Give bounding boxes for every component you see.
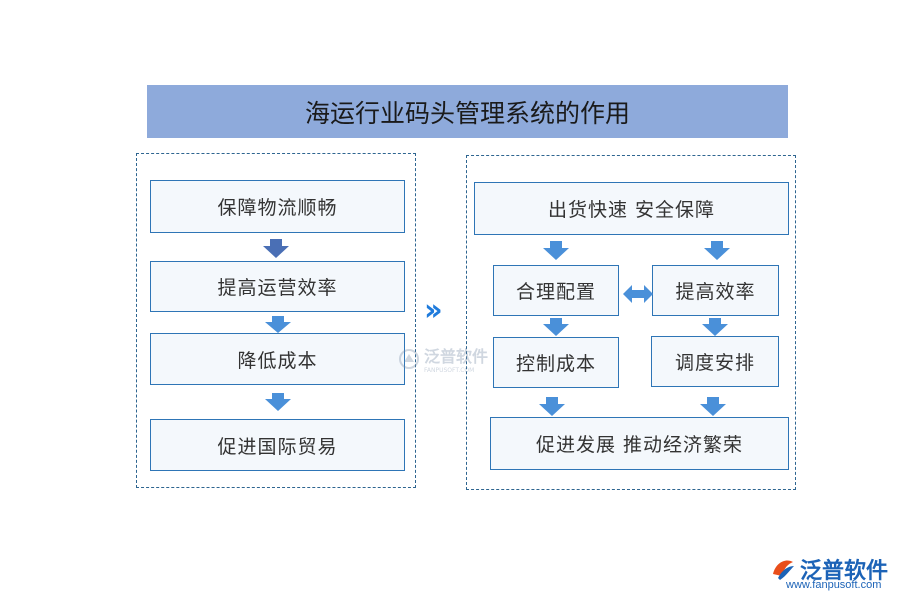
- left-step-2: 提高运营效率: [150, 261, 405, 312]
- right-right-box-1: 提高效率: [652, 265, 779, 316]
- watermark-logo-icon: [399, 348, 419, 369]
- arrow-down-icon: [263, 239, 289, 258]
- right-panel: [466, 155, 796, 490]
- arrow-down-icon: [265, 316, 291, 333]
- right-bottom-box: 促进发展 推动经济繁荣: [490, 417, 789, 470]
- watermark: 泛普软件 FANPUSOFT.COM: [398, 343, 488, 374]
- left-step-1: 保障物流顺畅: [150, 180, 405, 233]
- arrow-down-icon: [700, 397, 726, 416]
- arrow-down-icon: [704, 241, 730, 260]
- double-arrow-icon: [623, 285, 653, 303]
- logo-text: 泛普软件: [800, 559, 889, 584]
- right-left-box-2: 控制成本: [493, 337, 619, 388]
- left-panel: [136, 153, 416, 488]
- watermark-text: 泛普软件: [424, 347, 489, 366]
- arrow-down-icon: [702, 318, 728, 336]
- logo-url: www.fanpusoft.com: [786, 579, 882, 591]
- logo-icon: [773, 560, 794, 580]
- diagram-title: 海运行业码头管理系统的作用: [147, 85, 788, 138]
- arrow-down-icon: [539, 397, 565, 416]
- left-step-3: 降低成本: [150, 333, 405, 385]
- left-step-4: 促进国际贸易: [150, 419, 405, 471]
- right-left-box-1: 合理配置: [493, 265, 619, 316]
- chevron-right-icon: ››: [424, 293, 443, 328]
- right-top-box: 出货快速 安全保障: [474, 182, 789, 235]
- arrow-down-icon: [543, 241, 569, 260]
- watermark-subtext: FANPUSOFT.COM: [424, 367, 475, 374]
- brand-logo: 泛普软件: [770, 553, 888, 585]
- arrow-down-icon: [543, 318, 569, 336]
- right-right-box-2: 调度安排: [651, 336, 779, 387]
- arrow-down-icon: [265, 393, 291, 411]
